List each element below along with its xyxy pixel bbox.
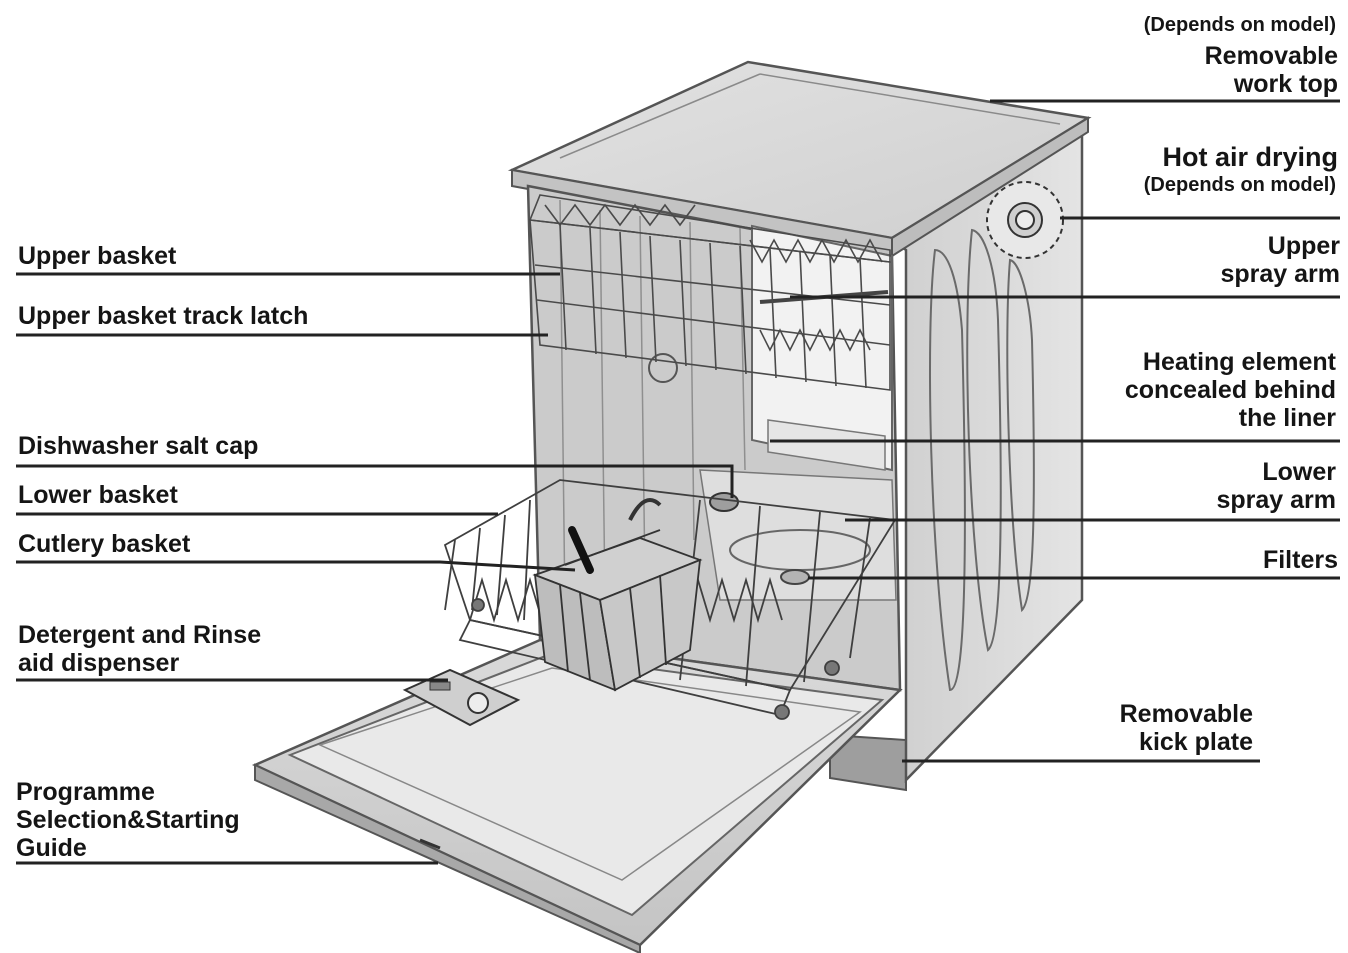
label-lower-spray-arm: Lower spray arm: [1216, 458, 1336, 514]
cutlery-basket: [532, 498, 703, 692]
leader-lines: [16, 99, 1340, 865]
label-upper-basket: Upper basket: [18, 242, 177, 270]
label-lower-basket: Lower basket: [18, 481, 178, 509]
label-detergent-dispenser: Detergent and Rinse aid dispenser: [18, 621, 262, 677]
label-programme-selection: Programme Selection&Starting Guide: [16, 778, 240, 862]
label-hot-air-drying-note: (Depends on model): [1143, 174, 1336, 196]
work-top: [507, 60, 1092, 258]
hot-air-drying-vent: [986, 181, 1064, 259]
lower-basket: [443, 479, 897, 720]
label-upper-basket-track-latch: Upper basket track latch: [18, 302, 309, 330]
label-cutlery-basket: Cutlery basket: [18, 530, 191, 558]
label-hot-air-drying: Hot air drying: [1162, 142, 1338, 172]
label-work-top-note: (Depends on model): [1143, 14, 1336, 36]
door-panel: [251, 638, 903, 953]
label-filters: Filters: [1262, 546, 1338, 574]
label-upper-spray-arm: Upper spray arm: [1220, 232, 1340, 288]
label-heating-element: Heating element concealed behind the lin…: [1124, 348, 1336, 432]
detergent-dispenser: [402, 668, 521, 727]
kick-plate: [829, 733, 907, 792]
label-dishwasher-salt-cap: Dishwasher salt cap: [18, 432, 259, 460]
label-removable-work-top: Removable work top: [1204, 42, 1338, 98]
label-removable-kick-plate: Removable kick plate: [1119, 700, 1253, 756]
